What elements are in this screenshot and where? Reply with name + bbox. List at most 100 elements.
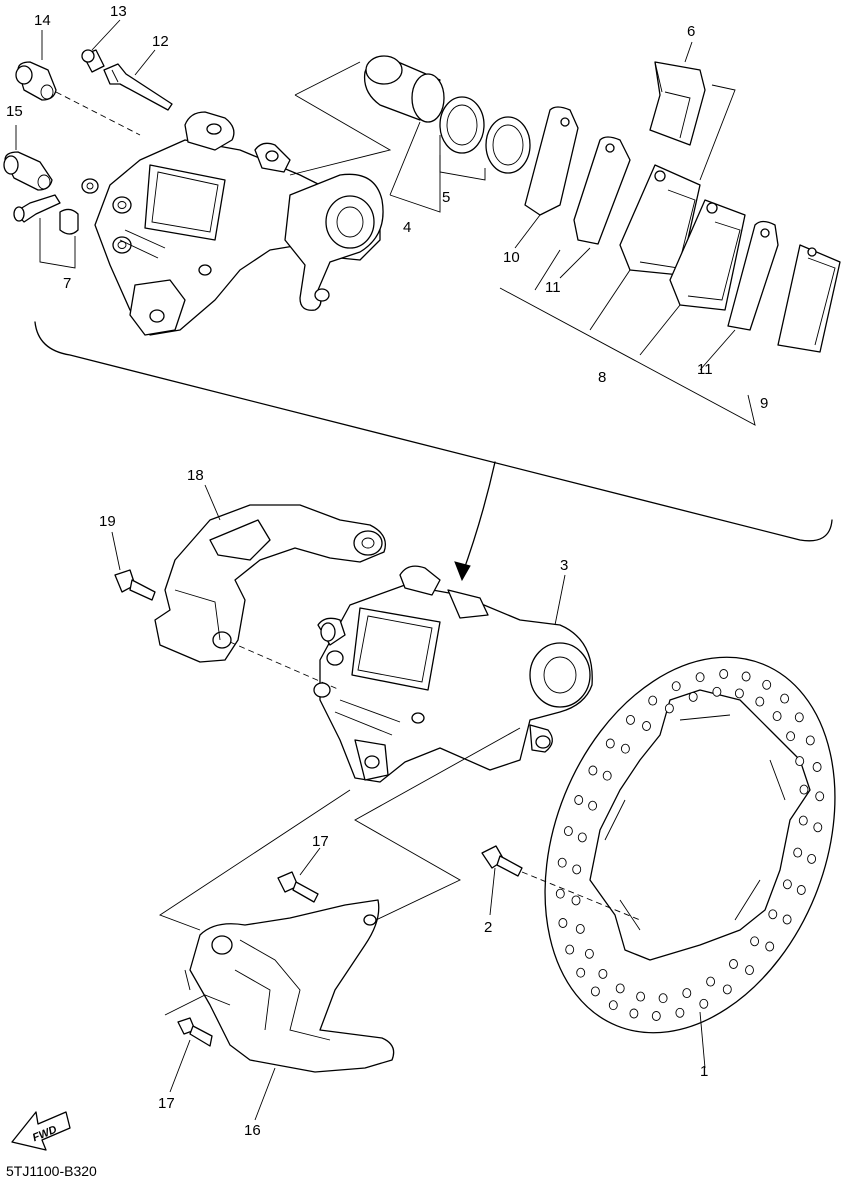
part-5-seals — [439, 96, 531, 181]
part-16-disc-guard — [184, 899, 395, 1073]
part-4-piston — [289, 55, 445, 213]
callout-14: 14 — [34, 12, 51, 29]
disc-hole — [629, 1008, 639, 1019]
disc-hole — [608, 1000, 618, 1011]
callout-9: 9 — [760, 395, 768, 412]
disc-hole — [572, 864, 582, 875]
disc-hole — [745, 965, 754, 976]
disc-hole — [574, 795, 584, 805]
disc-hole — [795, 756, 805, 767]
part-12-pin — [103, 63, 173, 111]
upper-caliper-assembly — [94, 111, 384, 336]
part-11-shim-a — [573, 136, 631, 245]
callout-13: 13 — [110, 3, 127, 20]
disc-hole — [588, 765, 598, 776]
disc-hole — [768, 909, 778, 920]
disc-hole — [812, 762, 822, 772]
callout-15: 15 — [6, 103, 23, 120]
callout-16: 16 — [244, 1122, 261, 1139]
disc-hole — [605, 738, 615, 749]
disc-hole — [675, 1007, 685, 1018]
disc-hole — [602, 770, 612, 781]
diagram-code: 5TJ1100-B320 — [6, 1163, 97, 1179]
disc-hole — [786, 731, 796, 742]
part-18-bracket — [154, 504, 387, 663]
disc-hole — [722, 984, 732, 995]
disc-hole — [798, 815, 808, 826]
part-13-cap — [81, 49, 105, 73]
disc-hole — [815, 791, 825, 802]
disc-hole — [620, 743, 630, 754]
disc-hole — [765, 941, 775, 952]
disc-hole — [575, 923, 585, 934]
disc-hole — [719, 669, 729, 679]
part-9-shim — [777, 244, 841, 353]
assembly-arrow — [461, 461, 496, 576]
part-8-pad-b — [669, 199, 746, 311]
part-17-bolt-lower — [164, 994, 231, 1047]
part-11-shim-b — [727, 220, 779, 331]
part-6-pad-spring — [649, 61, 736, 181]
disc-hole — [658, 993, 668, 1004]
disc-hole — [588, 800, 598, 811]
disc-hole — [755, 696, 765, 707]
disc-hole — [813, 822, 823, 833]
fwd-arrow: FWD — [11, 1111, 71, 1151]
disc-hole — [695, 672, 705, 683]
part-17-bolt-upper — [277, 871, 319, 903]
disc-hole — [555, 888, 565, 899]
disc-hole — [796, 885, 806, 895]
callout-6: 6 — [687, 23, 695, 40]
disc-hole — [734, 688, 744, 699]
disc-hole — [794, 712, 804, 723]
part-15-boot — [3, 151, 53, 191]
disc-hole — [762, 679, 772, 690]
disc-hole — [780, 693, 790, 704]
part-1-brake-disc — [544, 656, 836, 1034]
disc-hole — [664, 703, 674, 714]
callout-3: 3 — [560, 557, 568, 574]
disc-hole — [782, 879, 792, 890]
disc-hole — [682, 988, 692, 999]
disc-hole — [712, 686, 722, 697]
disc-hole — [805, 735, 815, 746]
callout-10: 10 — [503, 249, 520, 266]
part-8-pad-a — [619, 164, 701, 276]
disc-hole — [558, 918, 568, 928]
disc-hole — [782, 914, 792, 925]
part-7-bleed-screw — [13, 178, 99, 269]
part-3-caliper-assembly — [313, 565, 593, 783]
disc-hole — [793, 847, 803, 858]
callout-11b: 11 — [697, 361, 713, 378]
callout-5: 5 — [442, 189, 450, 206]
disc-hole — [576, 967, 586, 978]
disc-hole — [799, 784, 809, 795]
part-10-shim — [524, 106, 579, 216]
disc-hole — [598, 968, 608, 979]
disc-hole — [626, 714, 635, 725]
disc-hole — [807, 853, 817, 864]
disc-hole — [571, 895, 581, 906]
disc-hole — [577, 832, 587, 843]
callout-11a: 11 — [545, 279, 561, 296]
brake-disc-holes — [555, 669, 825, 1021]
assembly-arrowhead — [454, 561, 471, 582]
disc-hole — [671, 681, 681, 692]
disc-hole — [615, 983, 625, 994]
callout-19: 19 — [99, 513, 116, 530]
disc-hole — [750, 936, 760, 947]
callout-18: 18 — [187, 467, 204, 484]
callout-8: 8 — [598, 369, 606, 386]
callout-1: 1 — [700, 1063, 708, 1080]
disc-hole — [557, 857, 567, 868]
disc-hole — [699, 998, 709, 1009]
disc-hole — [729, 959, 738, 969]
disc-hole — [648, 695, 658, 706]
disc-hole — [642, 721, 651, 731]
disc-hole — [584, 948, 594, 959]
callout-7: 7 — [63, 275, 71, 292]
disc-hole — [772, 711, 782, 722]
disc-hole — [706, 976, 716, 987]
callout-2: 2 — [484, 919, 492, 936]
